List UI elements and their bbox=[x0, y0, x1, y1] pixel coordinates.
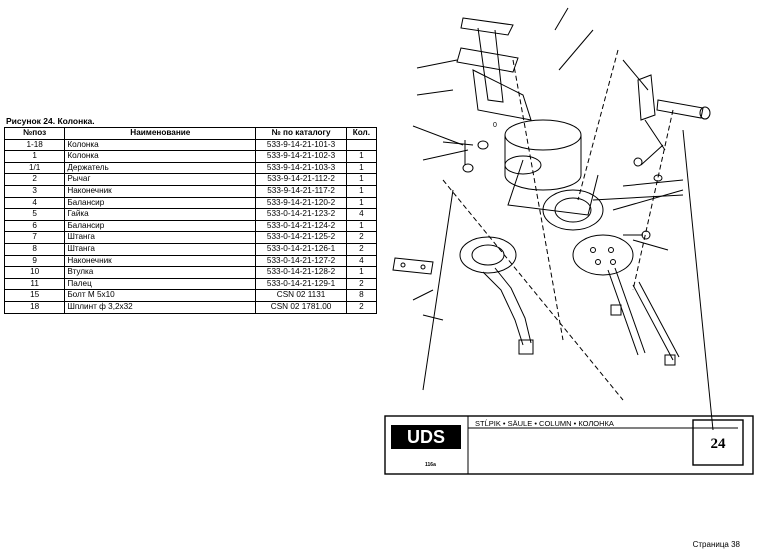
cell-position: 6 bbox=[3, 219, 66, 233]
uds-logo bbox=[391, 425, 461, 449]
cell-name: Штанга bbox=[64, 231, 257, 244]
cell-position: 4 bbox=[3, 196, 66, 210]
cell-quantity: 1 bbox=[345, 161, 378, 175]
cell-position: 1-18 bbox=[3, 138, 66, 152]
exploded-view-drawing: UDS STĹPIK • SÄULE • COLUMN • КОЛОНКА 11… bbox=[384, 7, 754, 475]
cell-position: 11 bbox=[3, 277, 66, 291]
figure-title: Рисунок 24. Колонка. bbox=[6, 116, 95, 126]
cell-catalog-number: 533-0-14-21-128-2 bbox=[255, 266, 347, 279]
cell-catalog-number: 533-9-14-21-117-2 bbox=[255, 184, 347, 198]
header-quantity: Кол. bbox=[345, 127, 378, 140]
drawing-code: 116a bbox=[425, 462, 436, 468]
drawing-caption: STĹPIK • SÄULE • COLUMN • КОЛОНКА bbox=[475, 419, 614, 428]
cell-catalog-number: 533-0-14-21-129-1 bbox=[255, 277, 347, 291]
cell-position: 15 bbox=[3, 289, 66, 302]
cell-catalog-number: 533-9-14-21-103-3 bbox=[255, 161, 347, 175]
cell-position: 5 bbox=[3, 208, 66, 221]
cell-quantity: 1 bbox=[345, 150, 378, 163]
header-catalog-number: № по каталогу bbox=[255, 127, 347, 140]
cell-position: 3 bbox=[3, 184, 66, 198]
cell-name: Наконечник bbox=[64, 254, 257, 268]
cell-catalog-number: 533-0-14-21-123-2 bbox=[255, 208, 347, 221]
cell-position: 9 bbox=[3, 254, 66, 268]
cell-position: 18 bbox=[3, 300, 66, 314]
cell-catalog-number: 533-0-14-21-124-2 bbox=[255, 219, 347, 233]
cell-catalog-number: 533-9-14-21-101-3 bbox=[255, 138, 347, 152]
cell-name: Балансир bbox=[64, 196, 257, 210]
cell-catalog-number: 533-9-14-21-102-3 bbox=[255, 150, 347, 163]
cell-name: Наконечник bbox=[64, 184, 257, 198]
cell-name: Втулка bbox=[64, 266, 257, 279]
cell-quantity: 2 bbox=[345, 277, 378, 291]
cell-name: Штанга bbox=[64, 242, 257, 256]
cell-catalog-number: 533-0-14-21-127-2 bbox=[255, 254, 347, 268]
cell-quantity: 2 bbox=[345, 242, 378, 256]
cell-catalog-number: CSN 02 1781.00 bbox=[255, 300, 347, 314]
figure-number: 24 bbox=[711, 436, 727, 452]
cell-name: Рычаг bbox=[64, 173, 257, 186]
cell-name: Гайка bbox=[64, 208, 257, 221]
cell-quantity: 1 bbox=[345, 266, 378, 279]
cell-position: 7 bbox=[3, 231, 66, 244]
cell-quantity: 2 bbox=[345, 300, 378, 314]
cell-quantity: 1 bbox=[345, 173, 378, 186]
cell-name: Колонка bbox=[64, 138, 257, 152]
uds-logo-text: UDS bbox=[407, 427, 445, 447]
page-number: Страница 38 bbox=[692, 540, 740, 549]
drawing-part-label: 0 bbox=[493, 122, 497, 129]
cell-name: Шплинт ф 3,2х32 bbox=[64, 300, 257, 314]
cell-catalog-number: CSN 02 1131 bbox=[255, 289, 347, 302]
cell-name: Болт М 5х10 bbox=[64, 289, 257, 302]
cell-catalog-number: 533-9-14-21-120-2 bbox=[255, 196, 347, 210]
cell-quantity: 1 bbox=[345, 196, 378, 210]
table-header-row: №поз Наименование № по каталогу Кол. bbox=[3, 127, 378, 140]
header-name: Наименование bbox=[64, 127, 257, 140]
cell-catalog-number: 533-0-14-21-125-2 bbox=[255, 231, 347, 244]
parts-table: №поз Наименование № по каталогу Кол. 1-1… bbox=[3, 127, 378, 314]
cell-position: 1/1 bbox=[3, 161, 66, 175]
cell-quantity bbox=[345, 138, 378, 152]
cell-position: 8 bbox=[3, 242, 66, 256]
cell-name: Балансир bbox=[64, 219, 257, 233]
cell-position: 1 bbox=[3, 150, 66, 163]
cell-quantity: 1 bbox=[345, 184, 378, 198]
cell-position: 10 bbox=[3, 266, 66, 279]
cell-quantity: 8 bbox=[345, 289, 378, 302]
cell-catalog-number: 533-0-14-21-126-1 bbox=[255, 242, 347, 256]
cell-quantity: 4 bbox=[345, 208, 378, 221]
cell-name: Держатель bbox=[64, 161, 257, 175]
cell-name: Колонка bbox=[64, 150, 257, 163]
cell-position: 2 bbox=[3, 173, 66, 186]
cell-quantity: 1 bbox=[345, 219, 378, 233]
cell-quantity: 2 bbox=[345, 231, 378, 244]
cell-quantity: 4 bbox=[345, 254, 378, 268]
header-position: №поз bbox=[3, 127, 66, 140]
cell-catalog-number: 533-9-14-21-112-2 bbox=[255, 173, 347, 186]
cell-name: Палец bbox=[64, 277, 257, 291]
